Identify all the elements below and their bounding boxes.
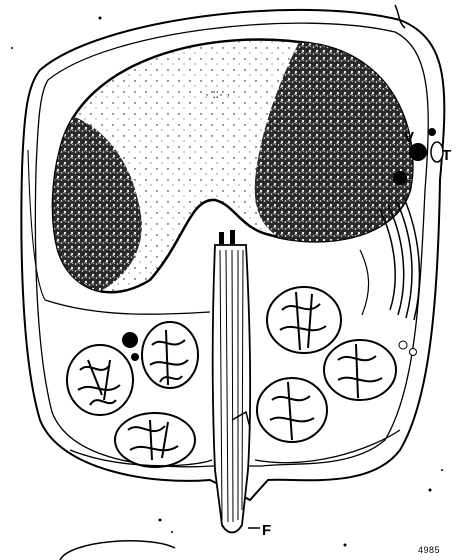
neighbour-cell-fragment (60, 541, 175, 560)
er-membrane-left (45, 300, 210, 314)
vesicle (399, 341, 407, 349)
svg-text:· ::· ·: · ::· · (205, 87, 230, 101)
label-v: V (404, 129, 414, 146)
figure-number: 4985 (418, 545, 440, 555)
dense-granule (122, 332, 138, 348)
mitochondrion-5 (324, 340, 396, 400)
mitochondrion-2 (142, 322, 198, 388)
dense-granule (428, 128, 436, 136)
vesicle (410, 349, 417, 356)
label-f: F (262, 522, 271, 539)
mitochondrion-1 (67, 345, 133, 415)
flagellum (213, 230, 250, 533)
dense-granule (131, 353, 139, 361)
wall-crack (395, 5, 405, 28)
label-t: T (442, 147, 451, 164)
dense-granule (393, 171, 407, 185)
mitochondrion-6 (257, 378, 327, 442)
mitochondrion-4 (267, 287, 341, 353)
mitochondrion-3 (115, 413, 195, 467)
